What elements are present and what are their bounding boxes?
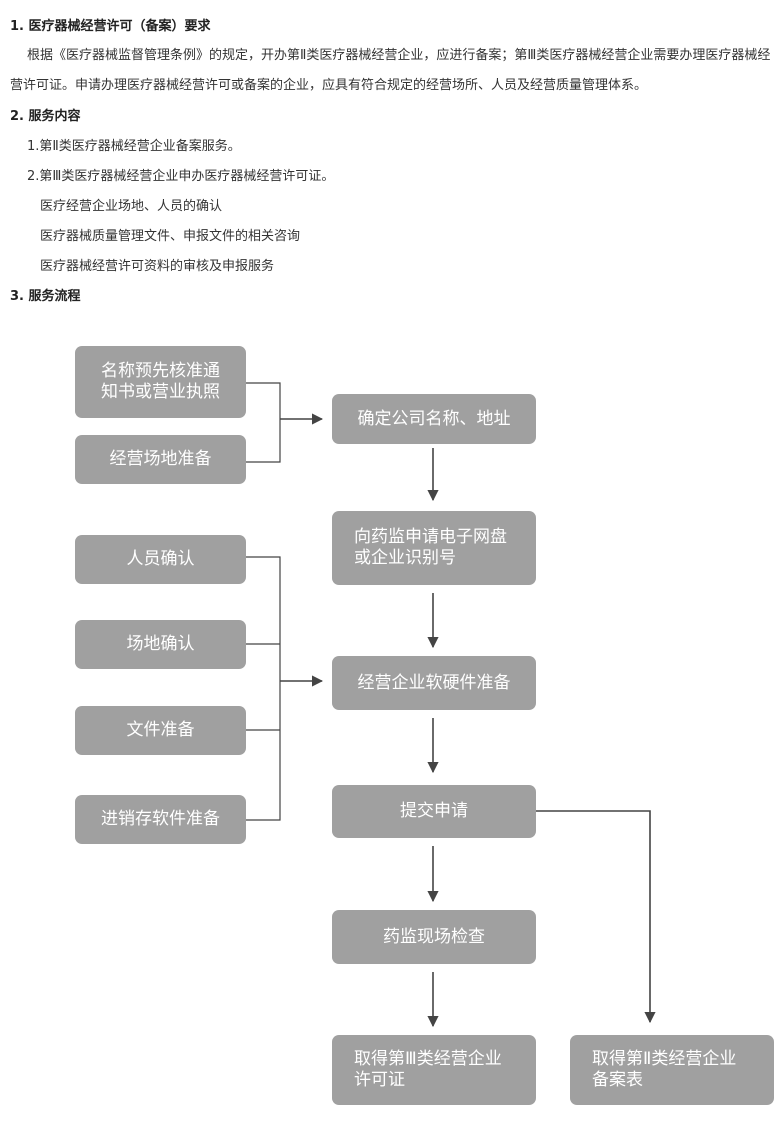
section-1-title: 1. 医疗器械经营许可（备案）要求 [10, 19, 211, 34]
flow-box-staff-confirm: 人员确认 [75, 535, 246, 584]
flow-box-hw-sw-prep: 经营企业软硬件准备 [332, 656, 536, 710]
flow-box-apply-id-line1: 向药监申请电子网盘 [354, 527, 507, 547]
section-1-body: 根据《医疗器械监督管理条例》的规定，开办第Ⅱ类医疗器械经营企业，应进行备案；第Ⅲ… [10, 48, 771, 93]
arrow-to-filing [536, 810, 656, 1024]
flow-box-hw-sw-prep-label: 经营企业软硬件准备 [357, 672, 511, 693]
flow-box-doc-prep-label: 文件准备 [126, 720, 195, 740]
service-subitem-2: 医疗器械质量管理文件、申报文件的相关咨询 [40, 229, 301, 244]
flow-box-staff-confirm-label: 人员确认 [126, 549, 195, 569]
flow-box-inspection-label: 药监现场检查 [383, 926, 485, 947]
connector-bracket-top [246, 382, 281, 463]
flow-box-apply-id-line2: 或企业识别号 [354, 548, 456, 568]
section-2-title: 2. 服务内容 [10, 109, 81, 124]
service-item-2: 2.第Ⅲ类医疗器械经营企业申办医疗器械经营许可证。 [27, 169, 335, 184]
flow-box-filing-line2: 备案表 [592, 1070, 643, 1090]
flow-box-filing-line1: 取得第Ⅱ类经营企业 [592, 1049, 737, 1069]
flow-box-license-line2: 许可证 [354, 1070, 405, 1090]
flow-box-filing: 取得第Ⅱ类经营企业备案表 [570, 1035, 774, 1105]
service-item-1: 1.第Ⅱ类医疗器械经营企业备案服务。 [27, 139, 241, 154]
flow-box-submit-label: 提交申请 [400, 801, 468, 821]
flow-box-inventory-software: 进销存软件准备 [75, 795, 246, 844]
flow-box-site-confirm-label: 场地确认 [126, 634, 195, 654]
flow-box-apply-id: 向药监申请电子网盘或企业识别号 [332, 511, 536, 585]
service-subitem-1: 医疗经营企业场地、人员的确认 [40, 199, 223, 214]
service-subitem-3: 医疗器械经营许可资料的审核及申报服务 [40, 259, 275, 274]
flow-box-site-confirm: 场地确认 [75, 620, 246, 669]
flow-box-site-prep-label: 经营场地准备 [109, 449, 212, 469]
flow-box-name-approval: 名称预先核准通知书或营业执照 [75, 346, 246, 418]
connector-bracket-middle [246, 556, 281, 821]
flow-box-confirm-name-label: 确定公司名称、地址 [357, 408, 511, 429]
flow-box-confirm-name: 确定公司名称、地址 [332, 394, 536, 444]
flow-box-doc-prep: 文件准备 [75, 706, 246, 755]
flow-box-submit: 提交申请 [332, 785, 536, 838]
flow-box-name-approval-line2: 知书或营业执照 [101, 382, 220, 402]
flow-box-license-line1: 取得第Ⅲ类经营企业 [354, 1049, 502, 1069]
flow-box-name-approval-line1: 名称预先核准通 [101, 361, 220, 381]
flow-box-inventory-software-label: 进销存软件准备 [101, 809, 220, 829]
section-3-title: 3. 服务流程 [10, 289, 81, 304]
flow-box-license: 取得第Ⅲ类经营企业许可证 [332, 1035, 536, 1105]
flow-box-inspection: 药监现场检查 [332, 910, 536, 964]
flow-box-site-prep: 经营场地准备 [75, 435, 246, 484]
